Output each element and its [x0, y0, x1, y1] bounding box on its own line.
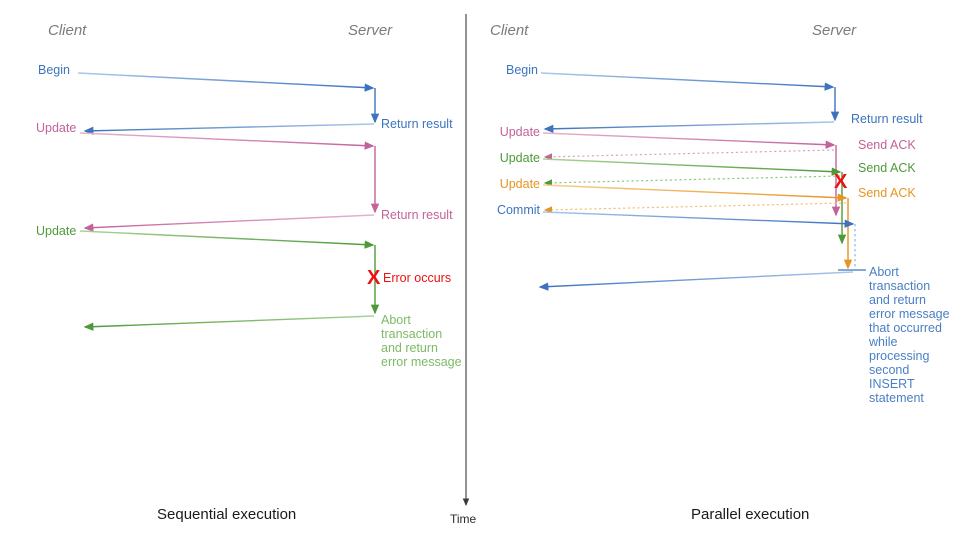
right-actor-client: Client: [490, 22, 529, 39]
left-error-x-icon: X: [367, 267, 381, 289]
right-label-update-pink: Update: [499, 125, 540, 139]
left-label-update-1: Update: [36, 121, 77, 135]
right-label-send-ack-orange: Send ACK: [858, 186, 916, 200]
left-abort-note: Abort transaction and return error messa…: [381, 313, 462, 369]
right-label-begin: Begin: [506, 63, 538, 77]
right-ack-green: [543, 175, 841, 187]
left-arrow-return-result-1: [83, 123, 375, 135]
left-actor-client: Client: [48, 22, 87, 39]
right-label-update-green: Update: [499, 151, 540, 165]
right-actor-server: Server: [812, 22, 857, 39]
right-ack-pink: [543, 149, 835, 161]
right-arrow-update-green: [542, 158, 842, 176]
right-ack-orange: [543, 202, 847, 214]
right-arrow-begin: [540, 72, 835, 91]
right-label-send-ack-green: Send ACK: [858, 161, 916, 175]
left-label-update-2: Update: [36, 224, 77, 238]
right-label-send-ack-pink: Send ACK: [858, 138, 916, 152]
left-arrow-return-result-2: [83, 214, 375, 232]
right-arrow-commit: [542, 211, 855, 228]
left-panel-flows: [77, 72, 380, 331]
left-label-return-result-2: Return result: [381, 208, 453, 222]
right-abort-note: Abort transaction and return error messa…: [869, 265, 950, 405]
right-arrow-return-result: [543, 121, 835, 133]
left-arrow-update-1: [79, 132, 375, 150]
right-label-update-orange: Update: [499, 177, 540, 191]
left-actor-server: Server: [348, 22, 393, 39]
left-arrow-update-2: [79, 230, 375, 249]
left-arrow-abort: [83, 315, 375, 331]
left-label-return-result-1: Return result: [381, 117, 453, 131]
left-label-error-occurs: Error occurs: [383, 271, 452, 285]
left-caption: Sequential execution: [157, 506, 297, 523]
right-panel-flows: [538, 72, 866, 291]
right-caption: Parallel execution: [691, 506, 810, 523]
right-arrow-abort: [538, 271, 854, 291]
right-label-return-result: Return result: [851, 112, 923, 126]
left-arrow-begin: [77, 72, 375, 92]
right-label-commit: Commit: [496, 203, 540, 217]
left-label-begin: Begin: [38, 63, 70, 77]
right-arrow-update-pink: [542, 132, 836, 149]
right-error-x-icon: X: [834, 171, 848, 193]
right-arrow-update-orange: [542, 184, 848, 202]
time-axis-label: Time: [450, 512, 477, 526]
